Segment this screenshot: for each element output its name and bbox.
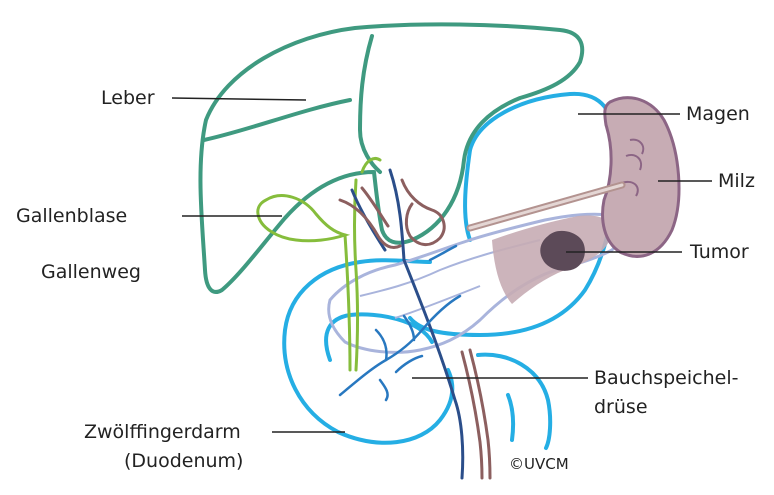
label-tumor: Tumor	[690, 241, 749, 263]
pancreatic-duct	[338, 244, 462, 402]
spleen	[601, 96, 681, 258]
stomach-duodenum	[282, 91, 618, 450]
label-duodenum: (Duodenum)	[124, 450, 244, 472]
gallbladder	[256, 194, 351, 243]
liver	[198, 22, 585, 294]
label-magen: Magen	[686, 103, 750, 125]
label-zwoelffingerdarm: Zwölffingerdarm	[84, 421, 241, 443]
label-milz: Milz	[718, 170, 755, 192]
leader-lines	[171, 97, 712, 433]
label-druese: drüse	[594, 396, 648, 418]
leber-leader	[171, 97, 307, 101]
label-bauchspeichel: Bauchspeichel-	[594, 367, 739, 389]
label-leber: Leber	[101, 87, 155, 109]
splenic-artery-core	[468, 183, 624, 230]
tumor-mass	[540, 230, 585, 271]
label-gallenblase: Gallenblase	[16, 205, 128, 227]
hepatic-artery	[338, 178, 492, 480]
label-gallenweg: Gallenweg	[41, 261, 141, 283]
copyright-notice: ©UVCM	[509, 455, 569, 473]
